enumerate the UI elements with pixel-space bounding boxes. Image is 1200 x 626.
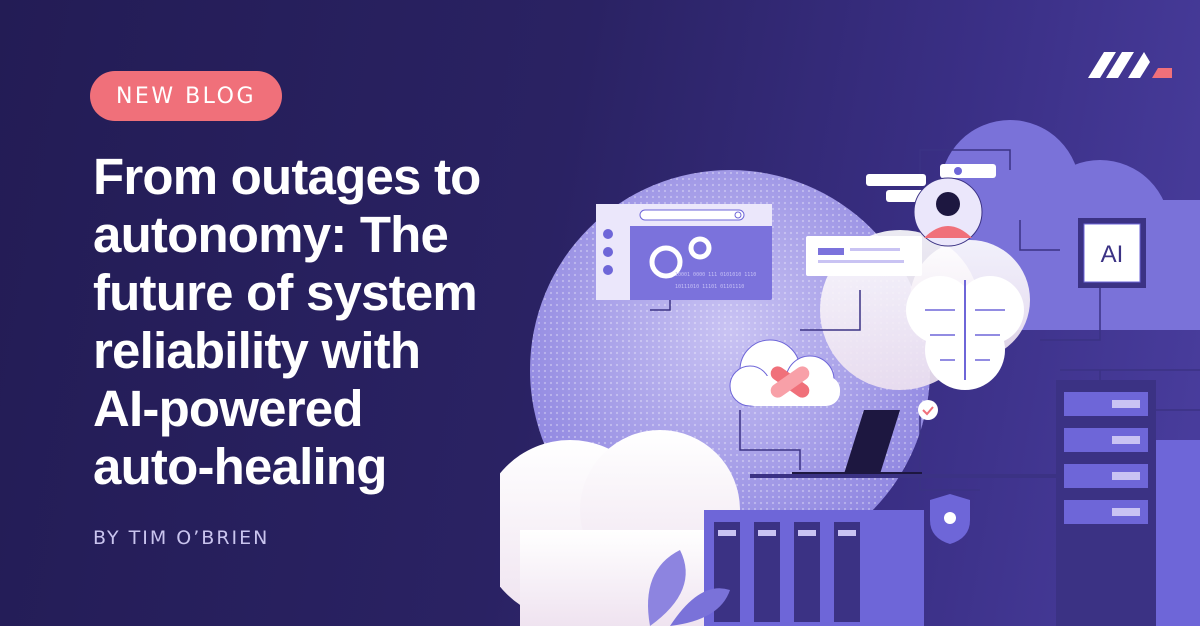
illustration: 10001 0000 111 0101010 1110 10111010 111…: [500, 120, 1200, 626]
chat-card: [806, 236, 922, 276]
user-icon: [954, 167, 962, 175]
headline-line: auto-healing: [93, 438, 387, 495]
server-rack-small: [704, 510, 924, 626]
gear-icon: [649, 236, 712, 279]
new-blog-tag: NEW BLOG: [90, 71, 282, 121]
settings-window: 10001 0000 111 0101010 1110 10111010 111…: [596, 204, 772, 300]
lock-shield-icon: [930, 494, 970, 544]
server-rack-large: [1056, 380, 1200, 626]
ai-chip: AI: [1078, 218, 1146, 288]
headline-line: autonomy: The: [93, 206, 449, 263]
author-byline: BY TIM O’BRIEN: [93, 527, 270, 549]
brain-icon: [906, 276, 1024, 390]
leaf-icon: [648, 550, 730, 626]
bandage-icon: [770, 366, 810, 398]
headline-line: AI-powered: [93, 380, 363, 437]
binary-text: 10001 0000 111 0101010 1110: [675, 272, 756, 278]
binary-text: 10111010 11101 01101110: [675, 284, 744, 290]
check-icon: [918, 400, 938, 420]
headline-line: From outages to: [93, 148, 481, 205]
chip-label: AI: [1101, 241, 1124, 268]
headline-line: future of system: [93, 264, 478, 321]
headline-line: reliability with: [93, 322, 421, 379]
brand-logo: [1088, 52, 1172, 78]
bandage-cloud: [729, 339, 840, 407]
search-icon: [734, 211, 742, 219]
headline: From outages to autonomy: The future of …: [93, 148, 523, 496]
avatar: [913, 177, 983, 247]
tag-label: NEW BLOG: [115, 83, 257, 109]
